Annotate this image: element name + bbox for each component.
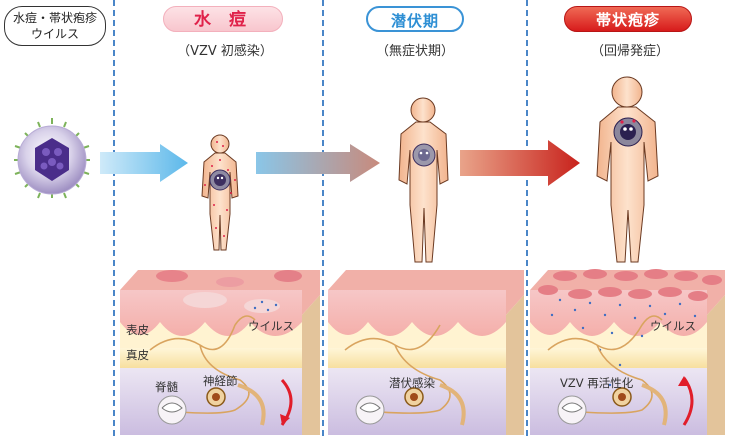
human-figure-shingles <box>596 76 659 263</box>
stage-subtitle-latency: （無症状期） <box>375 44 454 59</box>
label-spinal-cord: 脊髄 <box>155 380 178 394</box>
divider-3 <box>526 0 528 436</box>
label-reactivation: VZV 再活性化 <box>560 376 634 390</box>
virus-particle-icon <box>14 118 90 199</box>
stage-subtitle-shingles: （回帰発症） <box>590 44 669 59</box>
stage-title-shingles: 帯状疱疹 <box>564 6 692 32</box>
human-figure-chickenpox <box>201 134 239 251</box>
virus-name-line1: 水痘・帯状疱疹 <box>12 11 97 25</box>
divider-2 <box>322 0 324 436</box>
label-dermis: 真皮 <box>126 348 149 362</box>
label-virus-left: ウイルス <box>248 319 294 333</box>
arrow-to-latency <box>256 144 380 182</box>
stage-title-chickenpox: 水 痘 <box>163 6 283 32</box>
virus-in-body-2 <box>412 143 436 167</box>
virus-name-line2: ウイルス <box>30 27 79 41</box>
skin-section-latency <box>328 270 524 435</box>
label-ganglion: 神経節 <box>203 374 238 388</box>
arrow-to-reactivation <box>460 140 580 186</box>
stage-subtitle-chickenpox: （VZV 初感染） <box>177 44 273 59</box>
label-latent-infection: 潜伏感染 <box>389 376 435 390</box>
arrow-infection <box>100 144 188 182</box>
divider-1 <box>113 0 115 436</box>
virus-in-body-1 <box>209 169 231 191</box>
skin-section-chickenpox <box>120 270 320 435</box>
human-figure-latency <box>398 97 449 263</box>
label-epidermis: 表皮 <box>126 323 149 337</box>
skin-section-shingles <box>530 269 725 435</box>
stage-title-latency: 潜伏期 <box>366 6 464 32</box>
virus-in-body-3 <box>613 117 643 147</box>
rash-spots <box>204 141 236 237</box>
virus-name-label: 水痘・帯状疱疹 ウイルス <box>4 6 106 46</box>
label-virus-right: ウイルス <box>650 319 696 333</box>
